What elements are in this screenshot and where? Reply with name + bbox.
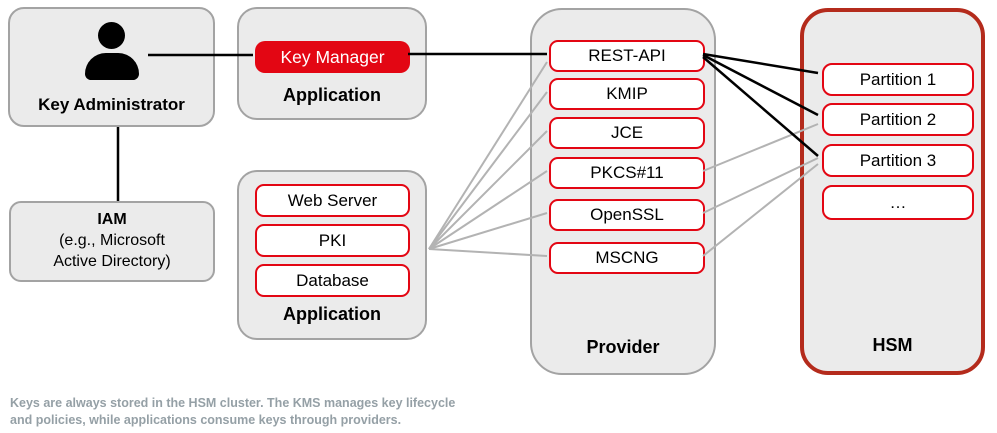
person-icon-head	[98, 22, 125, 49]
iam-title: IAM	[97, 211, 127, 229]
hsm-box: Partition 1 Partition 2 Partition 3 … HS…	[800, 8, 985, 375]
person-icon	[84, 22, 139, 80]
key-administrator-label: Key Administrator	[38, 95, 185, 114]
iam-subtitle-line1: (e.g., Microsoft	[59, 232, 165, 250]
partition-2-chip: Partition 2	[822, 103, 974, 136]
caption-text: Keys are always stored in the HSM cluste…	[10, 395, 610, 429]
partition-3-chip: Partition 3	[822, 144, 974, 177]
provider-item-pkcs11: PKCS#11	[549, 157, 705, 189]
iam-box: IAM (e.g., Microsoft Active Directory)	[9, 201, 215, 282]
provider-item-rest-api: REST-API	[549, 40, 705, 72]
caption-line-2: and policies, while applications consume…	[10, 412, 402, 427]
web-server-chip: Web Server	[255, 184, 410, 217]
iam-subtitle-line2: Active Directory)	[53, 252, 171, 270]
application-bottom-box: Web Server PKI Database Application	[237, 170, 427, 340]
partition-more-chip: …	[822, 185, 974, 220]
provider-item-openssl: OpenSSL	[549, 199, 705, 231]
partition-1-chip: Partition 1	[822, 63, 974, 96]
application-top-box: Key Manager Application	[237, 7, 427, 120]
key-manager-chip: Key Manager	[255, 41, 410, 73]
provider-item-kmip: KMIP	[549, 78, 705, 110]
application-bottom-label: Application	[283, 304, 381, 324]
person-icon-body	[84, 53, 139, 80]
hsm-label: HSM	[872, 335, 913, 355]
key-administrator-box: Key Administrator	[8, 7, 215, 127]
provider-item-mscng: MSCNG	[549, 242, 705, 274]
provider-item-jce: JCE	[549, 117, 705, 149]
pki-chip: PKI	[255, 224, 410, 257]
database-chip: Database	[255, 264, 410, 297]
provider-box: REST-API KMIP JCE PKCS#11 OpenSSL MSCNG …	[530, 8, 716, 375]
provider-label: Provider	[586, 337, 660, 357]
application-top-label: Application	[283, 85, 381, 105]
caption-line-1: Keys are always stored in the HSM cluste…	[10, 396, 456, 410]
